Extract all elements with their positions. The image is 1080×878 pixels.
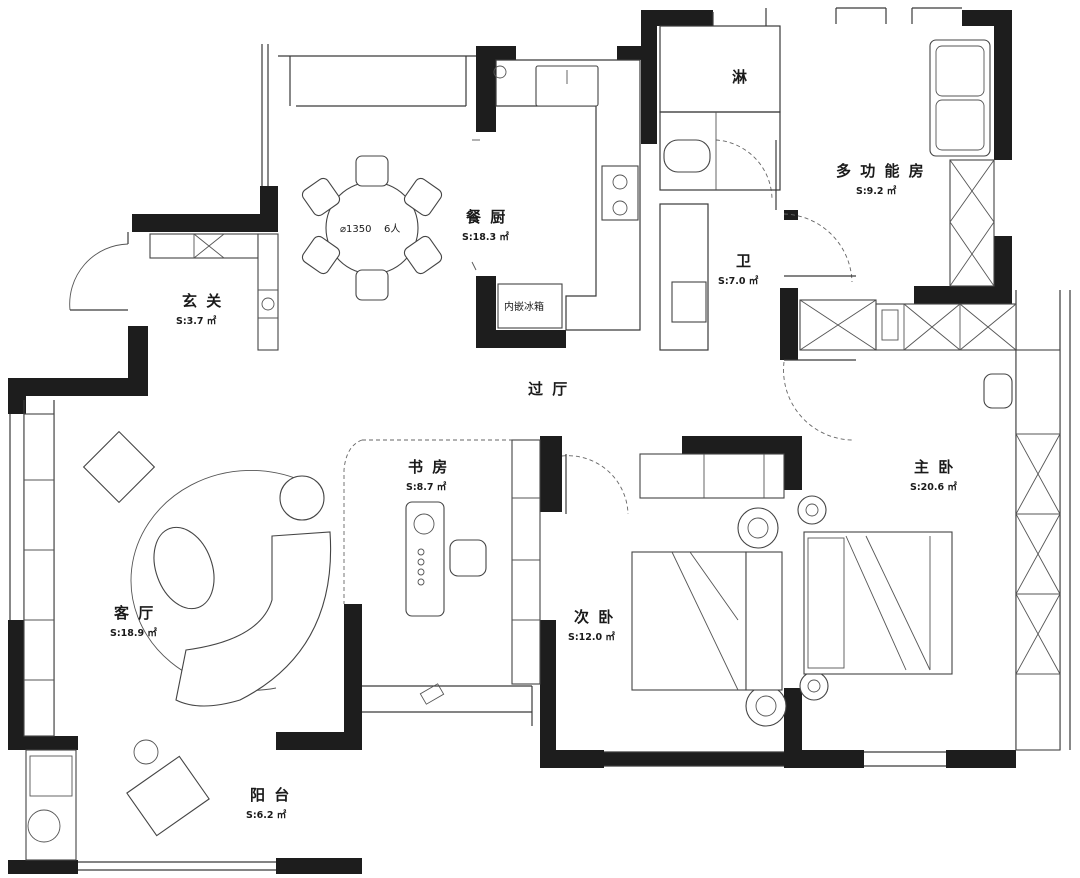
fridge-label: 内嵌冰箱 bbox=[504, 300, 544, 313]
room-name-study: 书 房 bbox=[408, 458, 449, 476]
hall-cabinets bbox=[799, 299, 1017, 351]
room-name-bathroom: 卫 bbox=[736, 252, 753, 270]
table-diameter: ⌀1350 bbox=[340, 224, 371, 235]
room-area-living: S:18.9 ㎡ bbox=[110, 627, 157, 639]
sink-icon bbox=[535, 65, 599, 107]
kitchen: 内嵌冰箱 bbox=[471, 59, 641, 331]
armchair-icon bbox=[126, 755, 210, 837]
room-name-hall: 过 厅 bbox=[528, 380, 569, 398]
room-labels: 玄 关 S:3.7 ㎡ 餐 厨 S:18.3 ㎡ 淋 卫 S:7.0 ㎡ 多 功… bbox=[110, 68, 957, 821]
desk-icon bbox=[405, 501, 445, 617]
coffee-table-icon bbox=[153, 526, 215, 610]
room-name-shower: 淋 bbox=[732, 68, 749, 86]
wardrobe-icon bbox=[1015, 349, 1061, 751]
entrance-cabinet bbox=[149, 224, 279, 351]
wardrobe-icon bbox=[511, 439, 541, 685]
room-name-dining-kitchen: 餐 厨 bbox=[466, 208, 507, 226]
sofa-icon bbox=[929, 39, 991, 157]
second-bedroom bbox=[631, 453, 787, 727]
chair-icon bbox=[449, 539, 487, 577]
room-area-master-bedroom: S:20.6 ㎡ bbox=[910, 481, 957, 493]
room-area-bathroom: S:7.0 ㎡ bbox=[718, 275, 759, 287]
room-area-entrance: S:3.7 ㎡ bbox=[176, 315, 217, 327]
walls bbox=[8, 10, 1016, 874]
room-area-second-bedroom: S:12.0 ㎡ bbox=[568, 631, 615, 643]
chair-icon bbox=[983, 373, 1013, 409]
room-area-multi-room: S:9.2 ㎡ bbox=[856, 185, 897, 197]
room-area-balcony: S:6.2 ㎡ bbox=[246, 809, 287, 821]
balcony bbox=[25, 739, 210, 861]
dining-table-icon: ⌀1350 6人 bbox=[301, 155, 443, 301]
bathroom bbox=[659, 25, 781, 351]
fridge-icon bbox=[497, 283, 563, 329]
room-area-study: S:8.7 ㎡ bbox=[406, 481, 447, 493]
bed-icon bbox=[631, 551, 747, 691]
room-name-multi-room: 多 功 能 房 bbox=[836, 162, 926, 180]
room-name-living: 客 厅 bbox=[113, 604, 155, 622]
room-name-balcony: 阳 台 bbox=[250, 786, 291, 804]
bed-icon bbox=[803, 531, 953, 675]
stove-icon bbox=[601, 165, 639, 221]
study bbox=[343, 439, 541, 705]
washing-machine-icon bbox=[29, 755, 73, 797]
living-room bbox=[23, 413, 332, 737]
toilet-icon bbox=[663, 139, 711, 173]
sofa-icon bbox=[175, 531, 332, 707]
room-name-second-bedroom: 次 卧 bbox=[574, 608, 615, 626]
basin-icon bbox=[671, 281, 707, 323]
table-seats: 6人 bbox=[384, 223, 400, 235]
armchair-icon bbox=[82, 430, 156, 504]
multi-room-sofa bbox=[929, 39, 995, 287]
master-bedroom bbox=[797, 349, 1061, 751]
room-name-entrance: 玄 关 bbox=[182, 292, 223, 310]
room-name-master-bedroom: 主 卧 bbox=[914, 458, 955, 476]
room-area-dining-kitchen: S:18.3 ㎡ bbox=[462, 231, 509, 243]
